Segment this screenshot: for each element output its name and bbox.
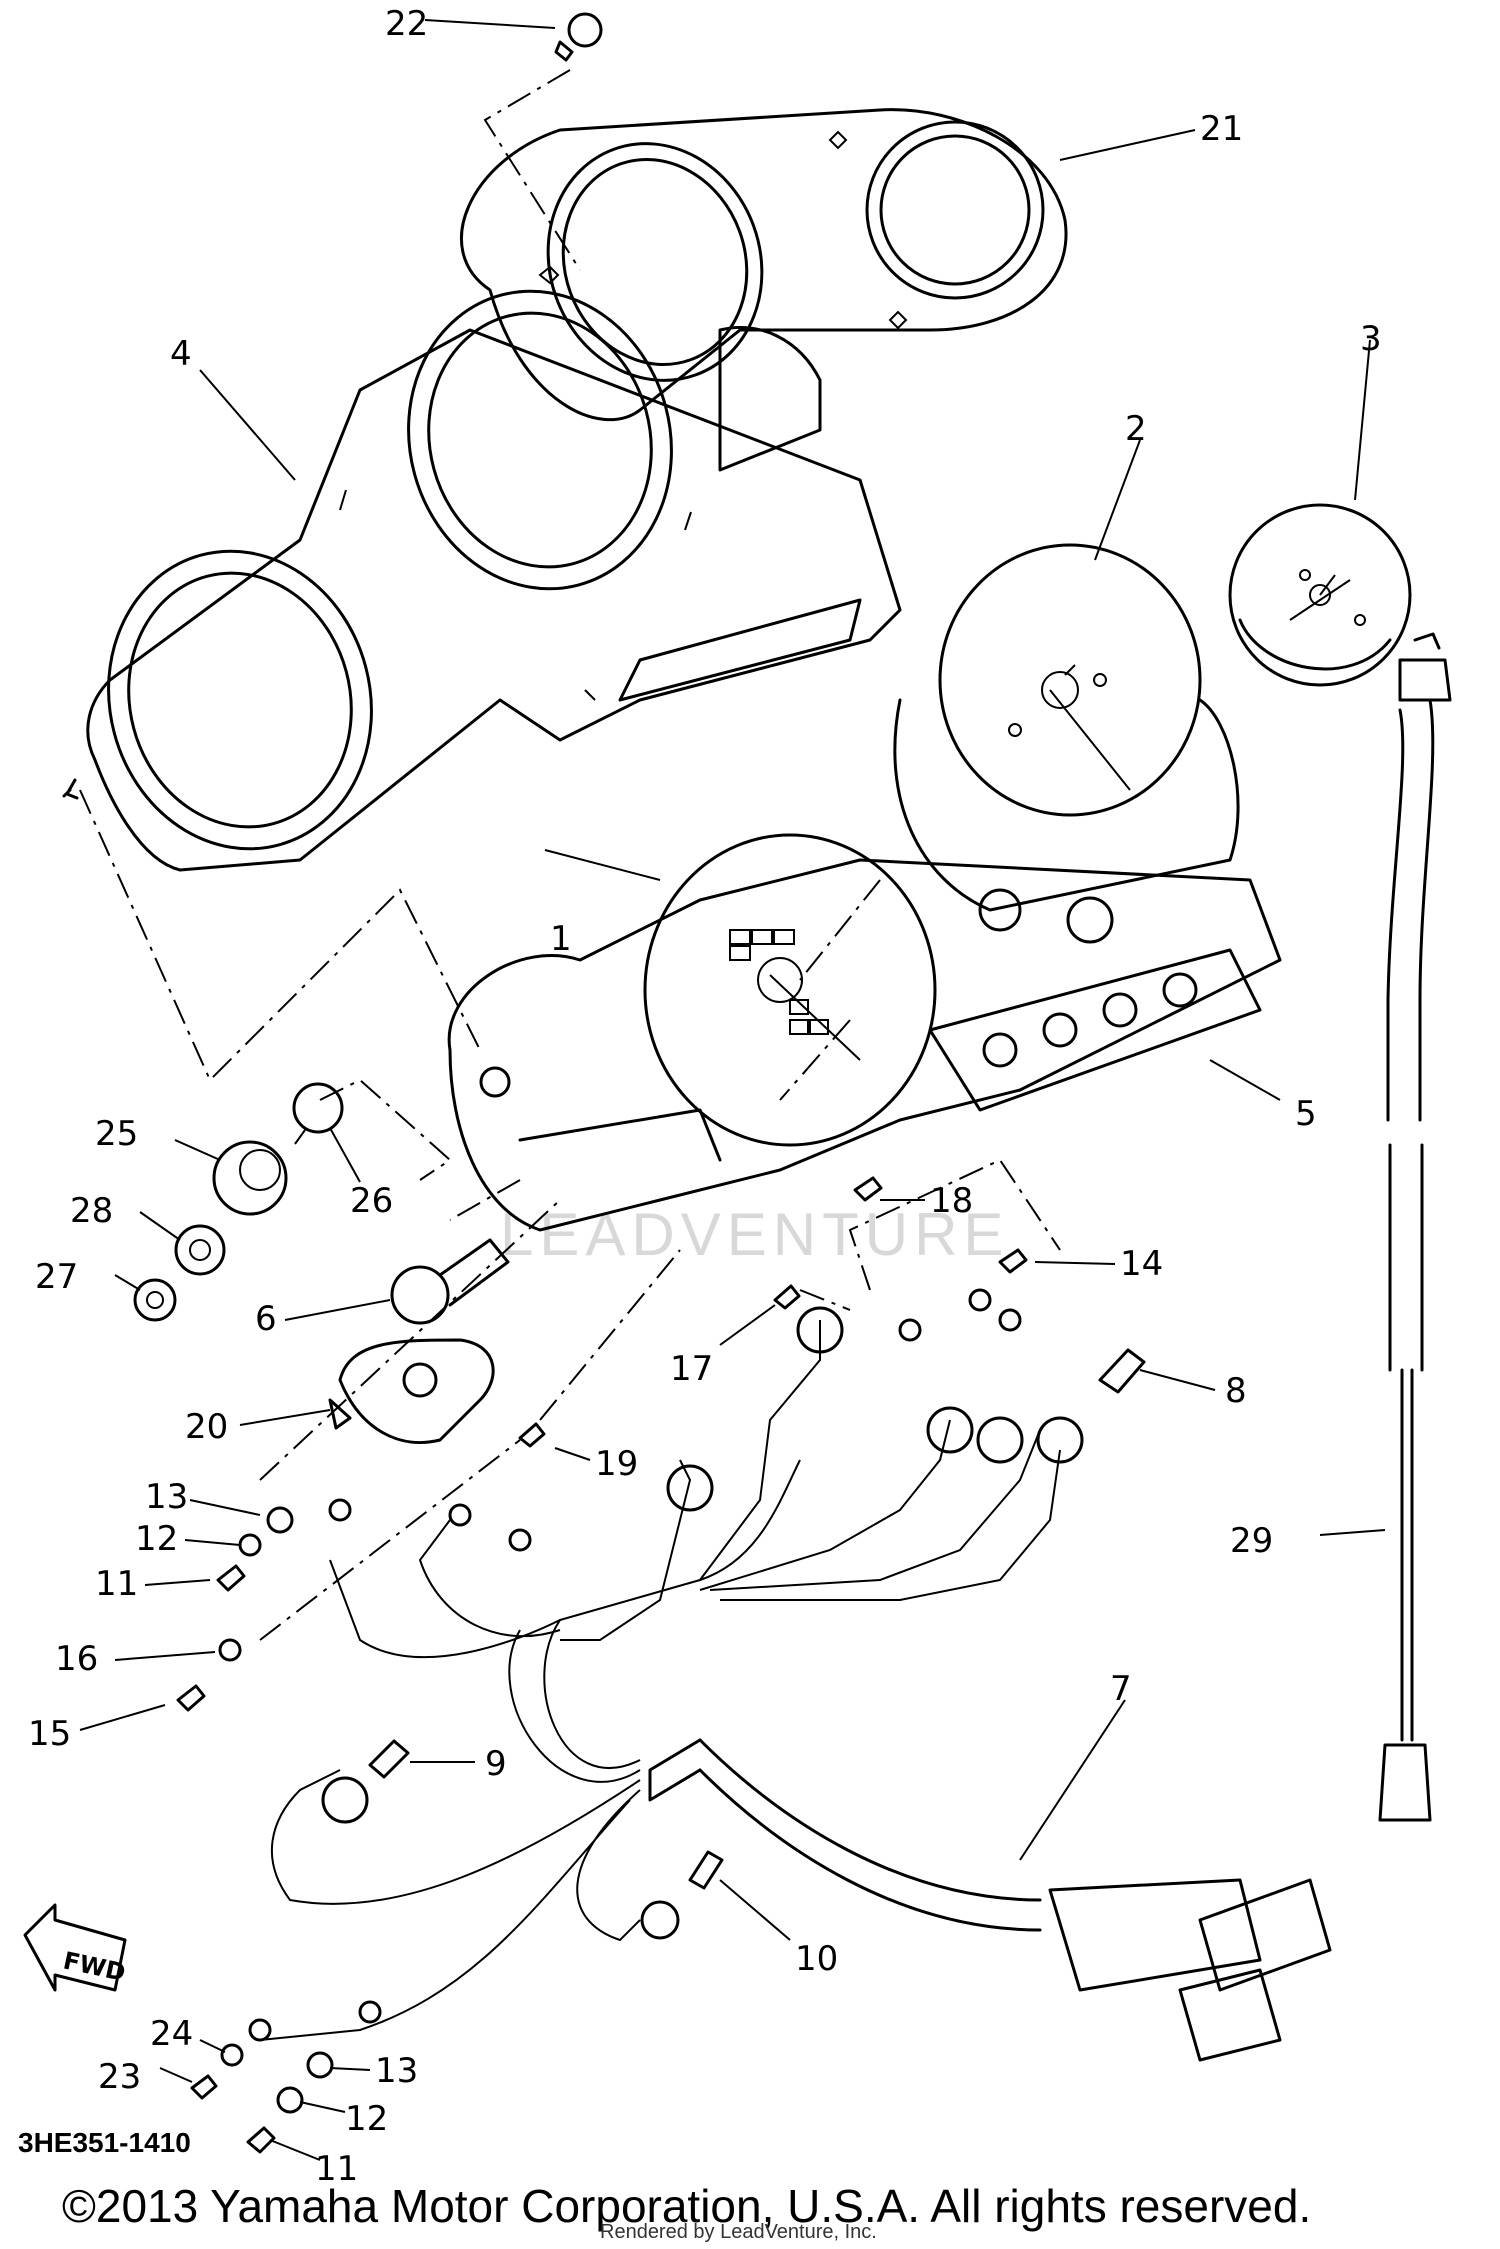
part-19-screw [518,1422,546,1448]
callout-29: 29 [1230,1521,1273,1561]
part-25-grommet [212,1140,288,1216]
copyright-notice: ©2013 Yamaha Motor Corporation, U.S.A. A… [62,2180,1311,2232]
callout-12-lower: 12 [345,2099,388,2139]
part-13-washer-lower [306,2051,334,2079]
callout-16: 16 [55,1639,98,1679]
callout-5: 5 [1295,1094,1317,1134]
part-10-bulb [688,1850,724,1890]
callout-28: 28 [70,1191,113,1231]
callout-9: 9 [485,1744,507,1784]
part-5-lower-case [447,858,1282,1232]
fwd-arrow: FWD [23,1903,128,1992]
callout-19: 19 [595,1444,638,1484]
part-3-gauge [1228,503,1412,687]
callout-23: 23 [98,2057,141,2097]
part-26-nut [292,1082,344,1145]
callout-3: 3 [1360,319,1382,359]
callout-18: 18 [930,1181,973,1221]
part-13-washer [266,1506,294,1534]
fwd-label: FWD [61,1946,128,1986]
callout-13-lower: 13 [375,2051,418,2091]
part-24-washer [220,2043,244,2067]
callout-22: 22 [385,4,428,44]
assembly-lines [79,69,1061,1641]
part-28-washer [174,1224,226,1276]
callout-25: 25 [95,1114,138,1154]
part-14-screw [998,1248,1028,1274]
part-27-nut [133,1278,177,1322]
callout-2: 2 [1125,409,1147,449]
watermark-text: LEADVENTURE [500,1201,1009,1268]
callout-10: 10 [795,1939,838,1979]
part-11-screw-lower [246,2126,276,2154]
part-22-bolt [554,12,603,62]
callout-14: 14 [1120,1244,1163,1284]
callout-27: 27 [35,1257,78,1297]
part-12-nut [238,1533,262,1557]
part-23-screw [190,2074,218,2100]
part-7-wire-harness [248,1288,1332,2062]
leader-lines [79,19,1386,2161]
part-12-nut-lower [276,2086,304,2114]
callout-20: 20 [185,1407,228,1447]
callouts: 1 2 3 4 5 6 7 8 9 10 11 11 12 12 13 13 1… [28,4,1382,2189]
part-2-tachometer [893,543,1240,912]
callout-1: 1 [550,919,572,959]
callout-8: 8 [1225,1371,1247,1411]
callout-17: 17 [670,1349,713,1389]
callout-26: 26 [350,1181,393,1221]
callout-11: 11 [95,1564,138,1604]
callout-12: 12 [135,1519,178,1559]
callout-13: 13 [145,1477,188,1517]
part-1-speedometer [643,833,937,1147]
part-20-bracket [328,1338,495,1444]
callout-24: 24 [150,2014,193,2054]
callout-15: 15 [28,1714,71,1754]
callout-21: 21 [1200,109,1243,149]
part-16-washer [218,1638,242,1662]
part-4-meter-case [62,289,902,872]
part-9-bulb [368,1739,410,1779]
callout-4: 4 [170,334,192,374]
part-18-screw [853,1176,883,1202]
part-6-gear [390,1238,510,1325]
part-8-bulb [1098,1348,1146,1394]
part-code: 3HE351-1410 [18,2127,191,2158]
rendered-by-credit: Rendered by LeadVenture, Inc. [600,2221,877,2243]
callout-11-lower: 11 [315,2149,358,2189]
part-29-cable [1378,632,1452,1822]
part-11-screw [216,1564,246,1592]
callout-7: 7 [1110,1669,1132,1709]
part-21-bezel-cover [460,108,1068,421]
callout-6: 6 [255,1299,277,1339]
part-15-screw [176,1684,206,1712]
part-17-screw [773,1284,801,1310]
